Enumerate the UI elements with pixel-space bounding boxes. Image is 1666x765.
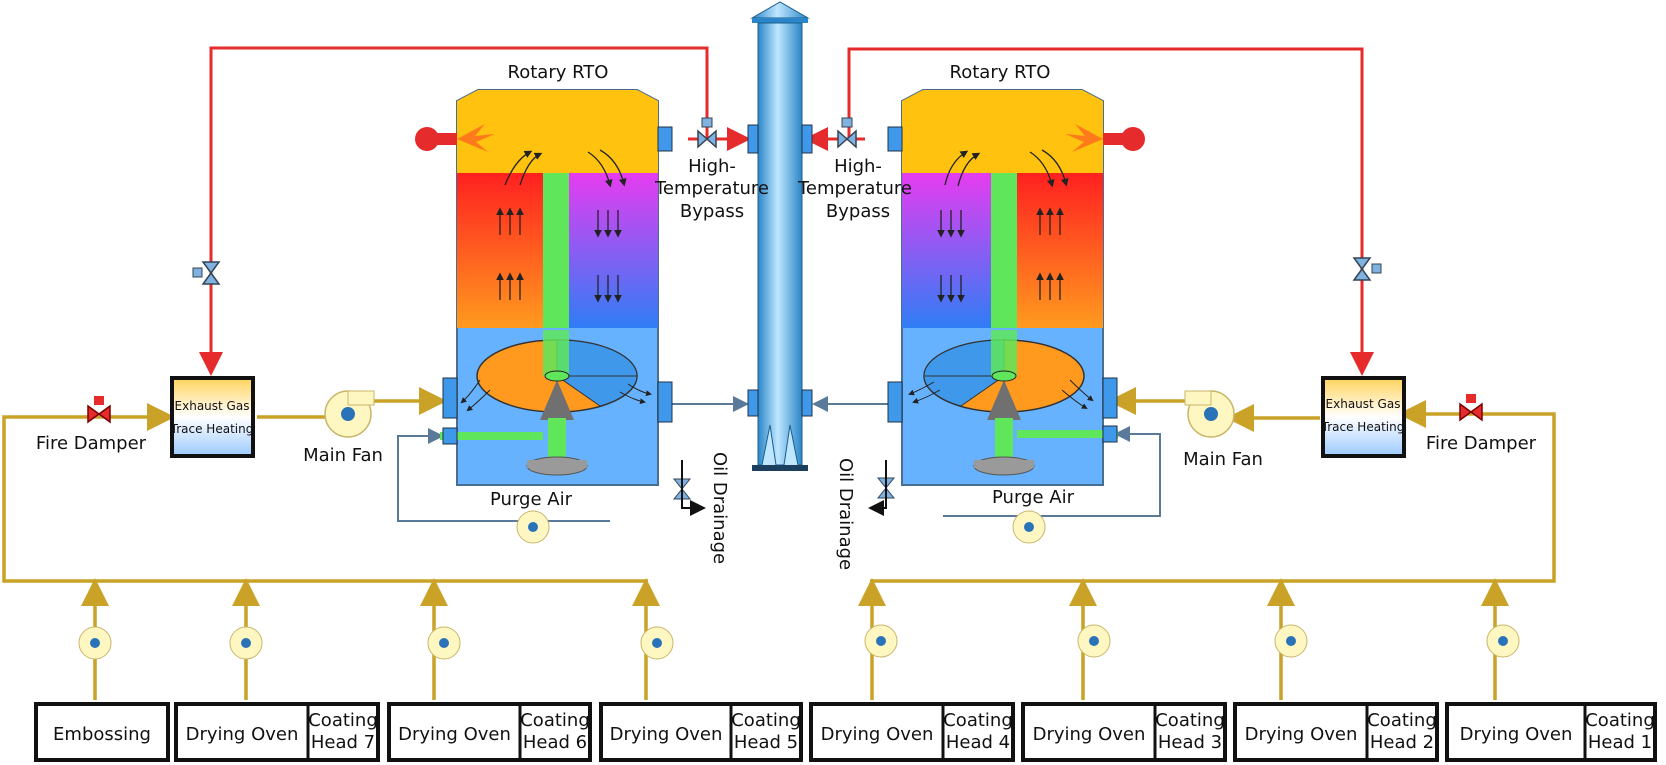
fire-damper-valve-icon [1459, 394, 1483, 422]
trace-heating-right: Exhaust Gas Trace Heating [1321, 376, 1406, 458]
trace-valve-icon [1352, 257, 1382, 281]
oil-drainage-left-label: Oil Drainage [709, 452, 730, 564]
svg-text:Trace Heating: Trace Heating [1321, 420, 1405, 434]
source-sublabel: Coating [308, 710, 378, 731]
exhaust-stack [747, 1, 813, 471]
source-sublabel: Coating [520, 710, 590, 731]
fan-icon [229, 626, 263, 660]
fan-icon [640, 626, 674, 660]
svg-text:Exhaust Gas: Exhaust Gas [175, 399, 250, 413]
source-sublabel: Head 7 [311, 732, 375, 753]
rto-left-title: Rotary RTO [508, 62, 609, 83]
oil-drainage-right-label: Oil Drainage [835, 458, 856, 570]
main-fan-right-label: Main Fan [1183, 449, 1263, 470]
source-label: Drying Oven [610, 724, 723, 745]
purge-air-right-label: Purge Air [992, 487, 1075, 508]
main-fan-left-icon [324, 390, 375, 438]
source-sublabel: Head 2 [1370, 732, 1434, 753]
trace-valve-icon [192, 261, 221, 285]
source-sublabel: Coating [1585, 710, 1655, 731]
burner-icon [1065, 124, 1145, 152]
bypass-left-line1: High- [688, 156, 736, 177]
rto-right [887, 89, 1145, 486]
fan-icon [427, 626, 461, 660]
bypass-right-line2: Temperature [797, 178, 912, 199]
purge-air-left-label: Purge Air [490, 489, 573, 510]
source-box: Embossing [34, 702, 170, 762]
source-label: Drying Oven [1460, 724, 1573, 745]
fan-icon [864, 624, 898, 658]
main-fan-left-label: Main Fan [303, 445, 383, 466]
fan-icon [1486, 624, 1520, 658]
svg-text:Exhaust Gas: Exhaust Gas [1326, 397, 1401, 411]
main-fan-right-icon [1184, 390, 1235, 438]
source-sublabel: Head 1 [1588, 732, 1652, 753]
oil-drainage-lines [681, 460, 887, 516]
source-label: Drying Oven [1245, 724, 1358, 745]
source-sublabel: Coating [1155, 710, 1225, 731]
svg-text:Trace Heating: Trace Heating [170, 422, 254, 436]
source-label: Embossing [53, 724, 151, 745]
source-sublabel: Coating [1367, 710, 1437, 731]
rto-left [415, 89, 673, 486]
burner-icon [415, 124, 495, 152]
purge-fan-right-icon [1012, 510, 1046, 544]
fire-damper-left-label: Fire Damper [36, 433, 147, 454]
source-sublabel: Head 4 [946, 732, 1010, 753]
source-label: Drying Oven [821, 724, 934, 745]
fire-damper-right-label: Fire Damper [1426, 433, 1537, 454]
source-label: Drying Oven [398, 724, 511, 745]
source-sublabel: Coating [731, 710, 801, 731]
fire-damper-valve-icon [87, 396, 111, 424]
bypass-right-line3: Bypass [826, 201, 890, 222]
source-label: Drying Oven [1033, 724, 1146, 745]
bypass-valve-icon [837, 117, 857, 149]
source-fans [78, 624, 1520, 660]
purge-fan-left-icon [516, 510, 550, 544]
bypass-valve-icon [697, 117, 717, 149]
fan-icon [1274, 624, 1308, 658]
rto-right-title: Rotary RTO [950, 62, 1051, 83]
source-sublabel: Coating [943, 710, 1013, 731]
purge-air-lines [397, 396, 1161, 522]
source-sublabel: Head 3 [1158, 732, 1222, 753]
bypass-left-line2: Temperature [654, 178, 769, 199]
trace-heating-left: Exhaust Gas Trace Heating [170, 376, 255, 458]
fan-icon [78, 626, 112, 660]
bypass-right-line1: High- [834, 156, 882, 177]
bypass-left-line3: Bypass [680, 201, 744, 222]
source-sublabel: Head 6 [523, 732, 587, 753]
source-sublabel: Head 5 [734, 732, 798, 753]
fan-icon [1077, 624, 1111, 658]
source-label: Drying Oven [186, 724, 299, 745]
